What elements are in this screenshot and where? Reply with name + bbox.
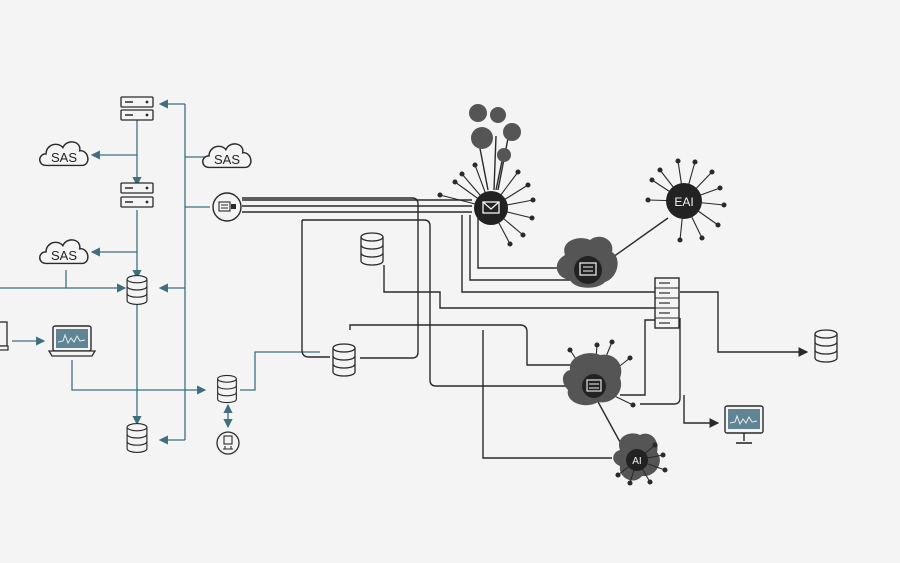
teal-connector-lines [0, 99, 320, 445]
cloud-label: SAS [51, 150, 77, 165]
cloud-node-top: SAS [202, 143, 252, 169]
monitoring-blob-node [562, 339, 636, 408]
cloud-node-left-lower: SAS [39, 239, 89, 265]
ai-blob-node: AI [613, 433, 668, 486]
laptop-node-right [724, 405, 764, 444]
cloud-node-left-upper: SAS [39, 141, 89, 167]
database-node-left-mid [126, 275, 148, 305]
database-node-center [332, 343, 356, 377]
database-node-small [217, 374, 237, 404]
cluster-tree [469, 104, 521, 162]
database-node-right [814, 329, 838, 363]
laptop-node-left [48, 325, 96, 357]
gear-node [212, 192, 242, 222]
server-node-middle [120, 182, 154, 208]
eai-label: EAI [674, 195, 693, 209]
ai-label: AI [632, 456, 641, 467]
mail-hub-node [437, 162, 536, 247]
database-node-left-bottom [126, 423, 148, 453]
user-terminal-node [216, 431, 240, 455]
cloud-label: SAS [51, 248, 77, 263]
cloud-label: SAS [214, 152, 240, 167]
dark-connector-lines [242, 127, 809, 459]
server-node-top [120, 96, 154, 121]
laptop-node-edge [0, 321, 9, 351]
database-node-center-top [360, 232, 384, 266]
eai-hub-node: EAI [645, 158, 727, 243]
gateway-blob-node [556, 236, 618, 288]
server-rack-node [654, 277, 680, 329]
